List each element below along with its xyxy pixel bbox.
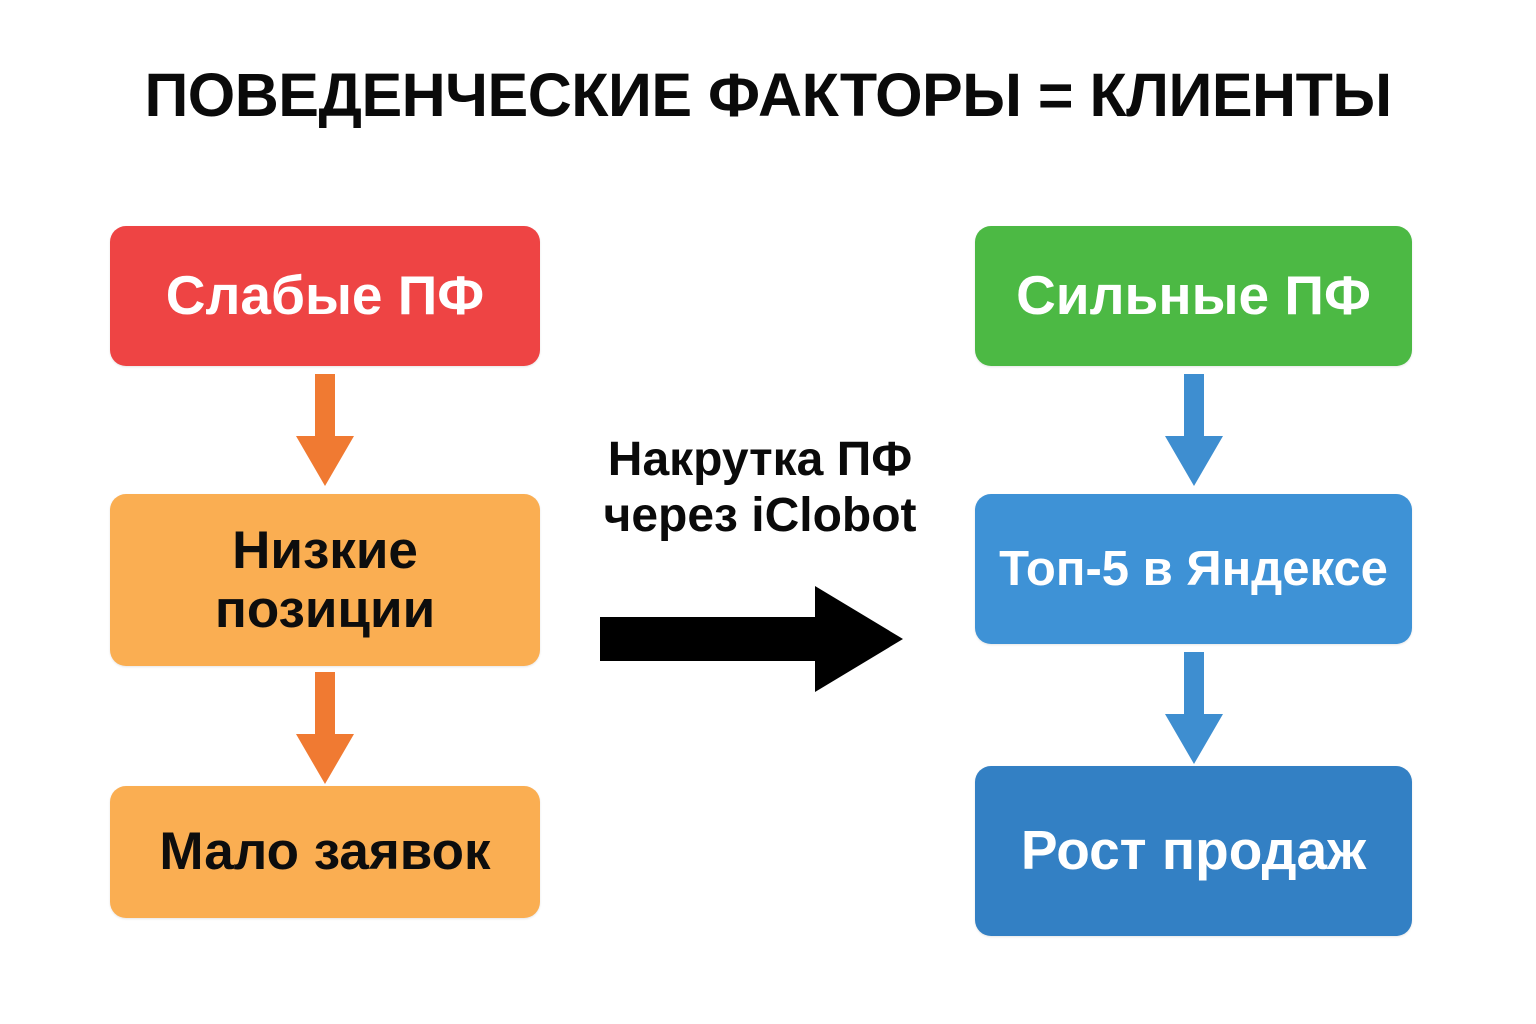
node-weak-pf-label: Слабые ПФ	[165, 264, 485, 327]
node-top5-yandex: Топ-5 в Яндексе	[975, 494, 1412, 644]
node-sales-growth: Рост продаж	[975, 766, 1412, 936]
node-weak-pf: Слабые ПФ	[110, 226, 540, 366]
transform-arrow-icon	[600, 584, 905, 694]
left-arrow-2-icon	[290, 672, 360, 790]
node-sales-growth-label: Рост продаж	[1020, 819, 1367, 882]
node-strong-pf-label: Сильные ПФ	[1016, 264, 1371, 327]
node-few-leads-label: Мало заявок	[159, 822, 491, 882]
right-arrow-1-icon	[1159, 374, 1229, 492]
node-top5-yandex-label: Топ-5 в Яндексе	[999, 541, 1388, 596]
center-transition-label: Накрутка ПФ через iClobot	[603, 433, 917, 542]
node-low-positions: Низкие позиции	[110, 494, 540, 666]
page-title: ПОВЕДЕНЧЕСКИЕ ФАКТОРЫ = КЛИЕНТЫ	[144, 61, 1392, 129]
node-strong-pf: Сильные ПФ	[975, 226, 1412, 366]
right-arrow-2-icon	[1159, 652, 1229, 770]
node-low-positions-label: Низкие позиции	[214, 520, 436, 639]
left-arrow-1-icon	[290, 374, 360, 492]
node-few-leads: Мало заявок	[110, 786, 540, 918]
